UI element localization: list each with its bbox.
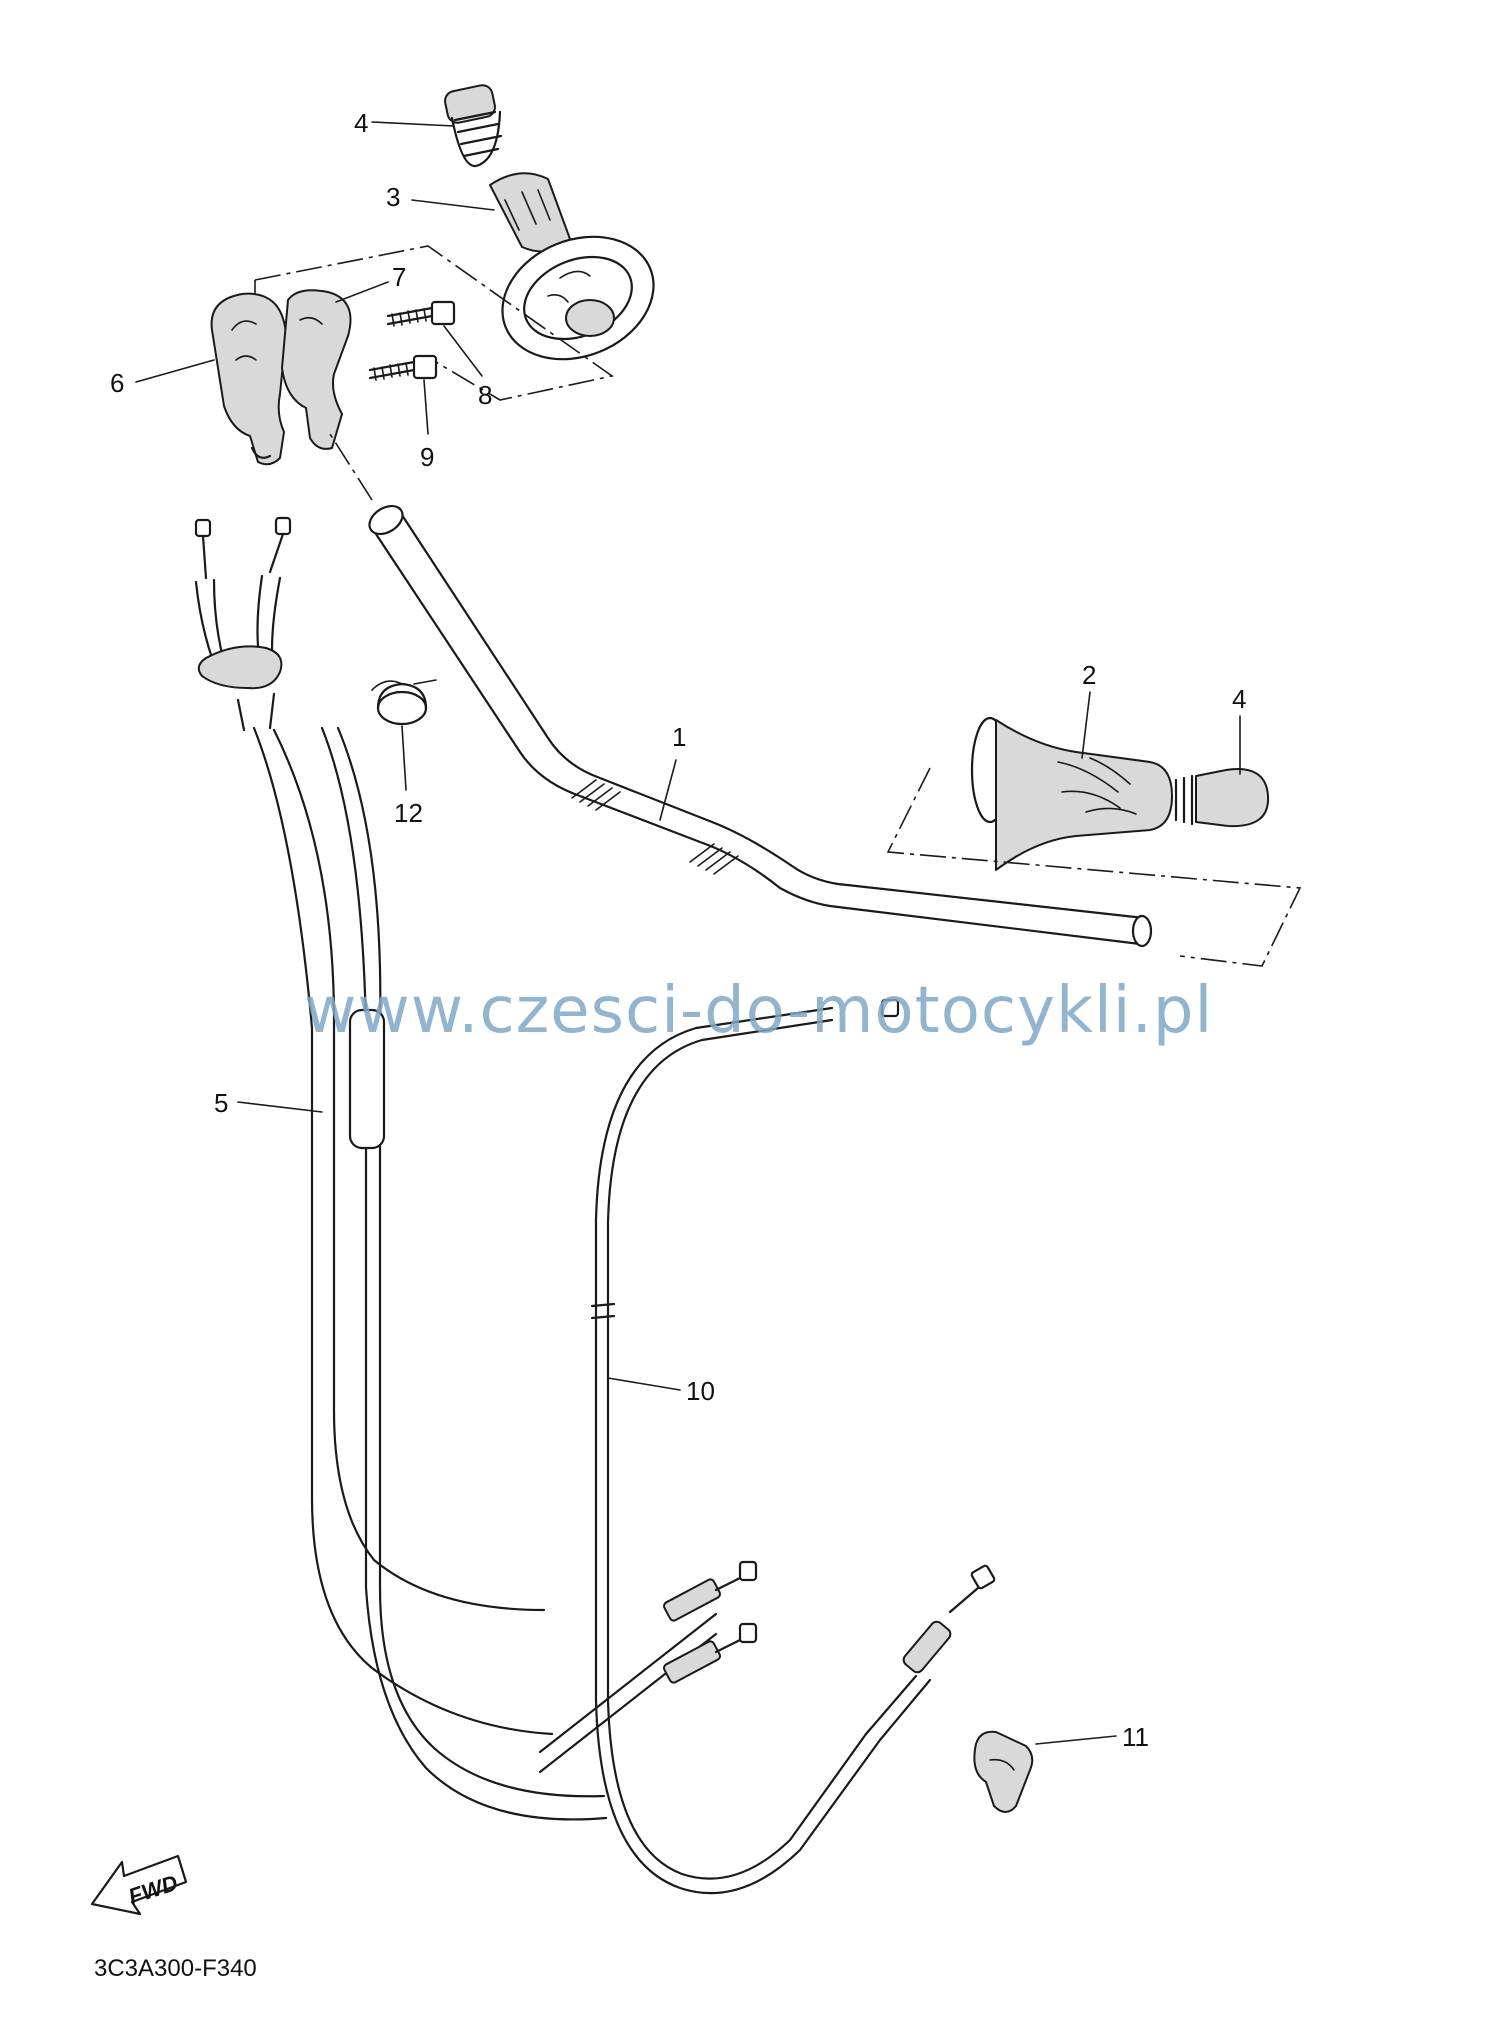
svg-text:4: 4 xyxy=(354,108,368,138)
callout-11: 11 xyxy=(1035,1722,1149,1752)
svg-text:10: 10 xyxy=(686,1376,715,1406)
cable-clamp-12 xyxy=(371,679,437,726)
svg-text:12: 12 xyxy=(394,798,423,828)
screw-8 xyxy=(386,300,456,327)
callout-8: 8 xyxy=(443,325,492,410)
grip-end-lower xyxy=(1174,768,1270,828)
watermark-text: www.czesci-do-motocykli.pl xyxy=(304,974,1213,1048)
left-grip xyxy=(970,716,1173,871)
svg-text:7: 7 xyxy=(392,262,406,292)
callout-3: 3 xyxy=(386,182,495,212)
callout-1: 1 xyxy=(659,722,686,821)
svg-text:8: 8 xyxy=(478,380,492,410)
callout-5: 5 xyxy=(214,1088,323,1118)
cable-holder-11 xyxy=(973,1730,1034,1813)
svg-text:2: 2 xyxy=(1082,660,1096,690)
callout-12: 12 xyxy=(394,725,423,828)
throttle-cables xyxy=(194,516,718,1821)
grip-assembly-outline xyxy=(886,767,1302,967)
cable-adjusters xyxy=(662,1560,758,1684)
callout-6: 6 xyxy=(110,359,215,398)
svg-text:9: 9 xyxy=(420,442,434,472)
svg-text:11: 11 xyxy=(1122,1722,1149,1752)
svg-text:4: 4 xyxy=(1232,684,1246,714)
diagram-code: 3C3A300-F340 xyxy=(94,1955,257,1982)
switch-housing-lower xyxy=(210,292,287,466)
fwd-arrow-icon: FWD xyxy=(90,1854,188,1916)
svg-text:1: 1 xyxy=(672,722,686,752)
handlebar xyxy=(329,433,1153,948)
screw-9 xyxy=(368,354,438,381)
clutch-cable xyxy=(590,998,996,1895)
callout-10: 10 xyxy=(607,1376,715,1406)
callout-4-upper: 4 xyxy=(354,108,455,138)
callout-7: 7 xyxy=(335,262,406,303)
switch-housing-upper xyxy=(281,289,352,450)
callout-9: 9 xyxy=(420,379,434,472)
grip-end-upper xyxy=(444,84,503,168)
throttle-grip xyxy=(489,172,655,361)
callout-4-lower: 4 xyxy=(1232,684,1246,775)
throttle-assembly-outline xyxy=(254,245,614,401)
callout-2: 2 xyxy=(1081,660,1096,759)
svg-text:5: 5 xyxy=(214,1088,228,1118)
svg-text:6: 6 xyxy=(110,368,124,398)
svg-text:3: 3 xyxy=(386,182,400,212)
